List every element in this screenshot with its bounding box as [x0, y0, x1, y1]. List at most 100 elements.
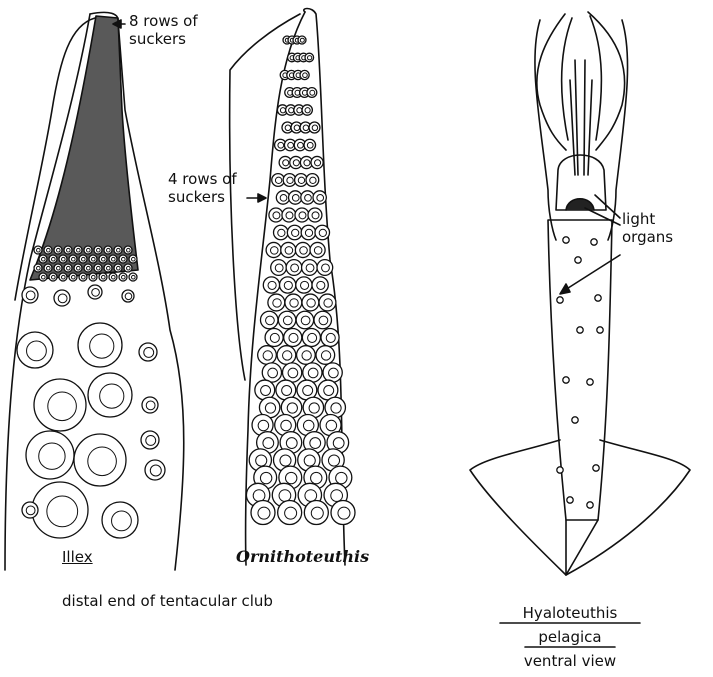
sucker [266, 242, 281, 257]
sucker [317, 260, 333, 276]
ornithoteuthis-name: Ornithoteuthis [236, 548, 369, 566]
sucker [274, 225, 289, 240]
sucker [78, 323, 122, 367]
sucker [139, 343, 157, 361]
sucker [89, 255, 97, 263]
illex-name: Illex [62, 548, 93, 566]
sucker [289, 191, 302, 204]
sucker [22, 502, 38, 518]
sucker [296, 277, 312, 293]
sucker [262, 363, 281, 382]
sucker [597, 327, 603, 333]
sucker [277, 346, 296, 365]
sucker [94, 264, 102, 272]
sucker [258, 346, 277, 365]
sucker [306, 174, 319, 187]
sucker [34, 246, 42, 254]
sucker [278, 501, 302, 525]
sucker [99, 273, 107, 281]
sucker [84, 246, 92, 254]
caption: distal end of tentacular club [62, 592, 273, 610]
ornithoteuthis-callout-label: 4 rows of suckers [168, 170, 237, 206]
sucker [129, 273, 137, 281]
sucker [302, 294, 319, 311]
sucker [49, 273, 57, 281]
sucker [276, 191, 289, 204]
sucker [44, 264, 52, 272]
sucker [119, 255, 127, 263]
sucker [265, 328, 283, 346]
illex-callout-label: 8 rows of suckers [129, 12, 198, 48]
sucker [114, 246, 122, 254]
sucker [34, 264, 42, 272]
sucker [88, 285, 102, 299]
sucker [54, 264, 62, 272]
sucker [88, 373, 132, 417]
sucker [563, 237, 569, 243]
light-organs [557, 237, 603, 508]
sucker [301, 225, 316, 240]
sucker [142, 397, 158, 413]
sucker [49, 255, 57, 263]
sucker [308, 208, 322, 222]
sucker [301, 191, 314, 204]
sucker [311, 156, 323, 168]
sucker [286, 260, 302, 276]
sucker [251, 501, 275, 525]
sucker [303, 363, 322, 382]
sucker [295, 242, 310, 257]
sucker [79, 255, 87, 263]
light-organ-arrowhead [560, 284, 570, 294]
hyaloteuthis-name-1: Hyaloteuthis [496, 604, 644, 622]
sucker [268, 294, 285, 311]
sucker [310, 242, 325, 257]
sucker [54, 290, 70, 306]
sucker [321, 328, 339, 346]
sucker [305, 53, 314, 62]
ornithoteuthis-callout-arrowhead [258, 194, 266, 202]
sucker [39, 255, 47, 263]
sucker [145, 460, 165, 480]
sucker [109, 255, 117, 263]
sucker [295, 208, 309, 222]
sucker [285, 294, 302, 311]
sucker [587, 379, 593, 385]
sucker [278, 311, 295, 328]
sucker [54, 246, 62, 254]
sucker [119, 273, 127, 281]
sucker [84, 264, 92, 272]
ornithoteuthis-suckers [246, 36, 355, 525]
sucker [109, 273, 117, 281]
sucker [595, 295, 601, 301]
sucker [296, 311, 313, 328]
sucker [313, 191, 326, 204]
sucker [302, 105, 312, 115]
sucker [577, 327, 583, 333]
sucker [563, 377, 569, 383]
sucker [575, 257, 581, 263]
sucker [304, 501, 328, 525]
sucker [74, 246, 82, 254]
hyaloteuthis-view: ventral view [496, 652, 644, 670]
sucker [99, 255, 107, 263]
sucker [591, 239, 597, 245]
sucker [316, 346, 335, 365]
sucker [309, 122, 320, 133]
sucker [302, 328, 320, 346]
sucker [59, 255, 67, 263]
sucker [79, 273, 87, 281]
sucker [567, 497, 573, 503]
sucker [89, 273, 97, 281]
sucker [587, 502, 593, 508]
sucker [26, 431, 74, 479]
sucker [32, 482, 88, 538]
sucker [17, 332, 53, 368]
sucker [302, 260, 318, 276]
sucker [312, 277, 328, 293]
sucker [129, 255, 137, 263]
sucker [557, 297, 563, 303]
sucker [104, 246, 112, 254]
sucker [260, 311, 277, 328]
sucker [74, 434, 126, 486]
